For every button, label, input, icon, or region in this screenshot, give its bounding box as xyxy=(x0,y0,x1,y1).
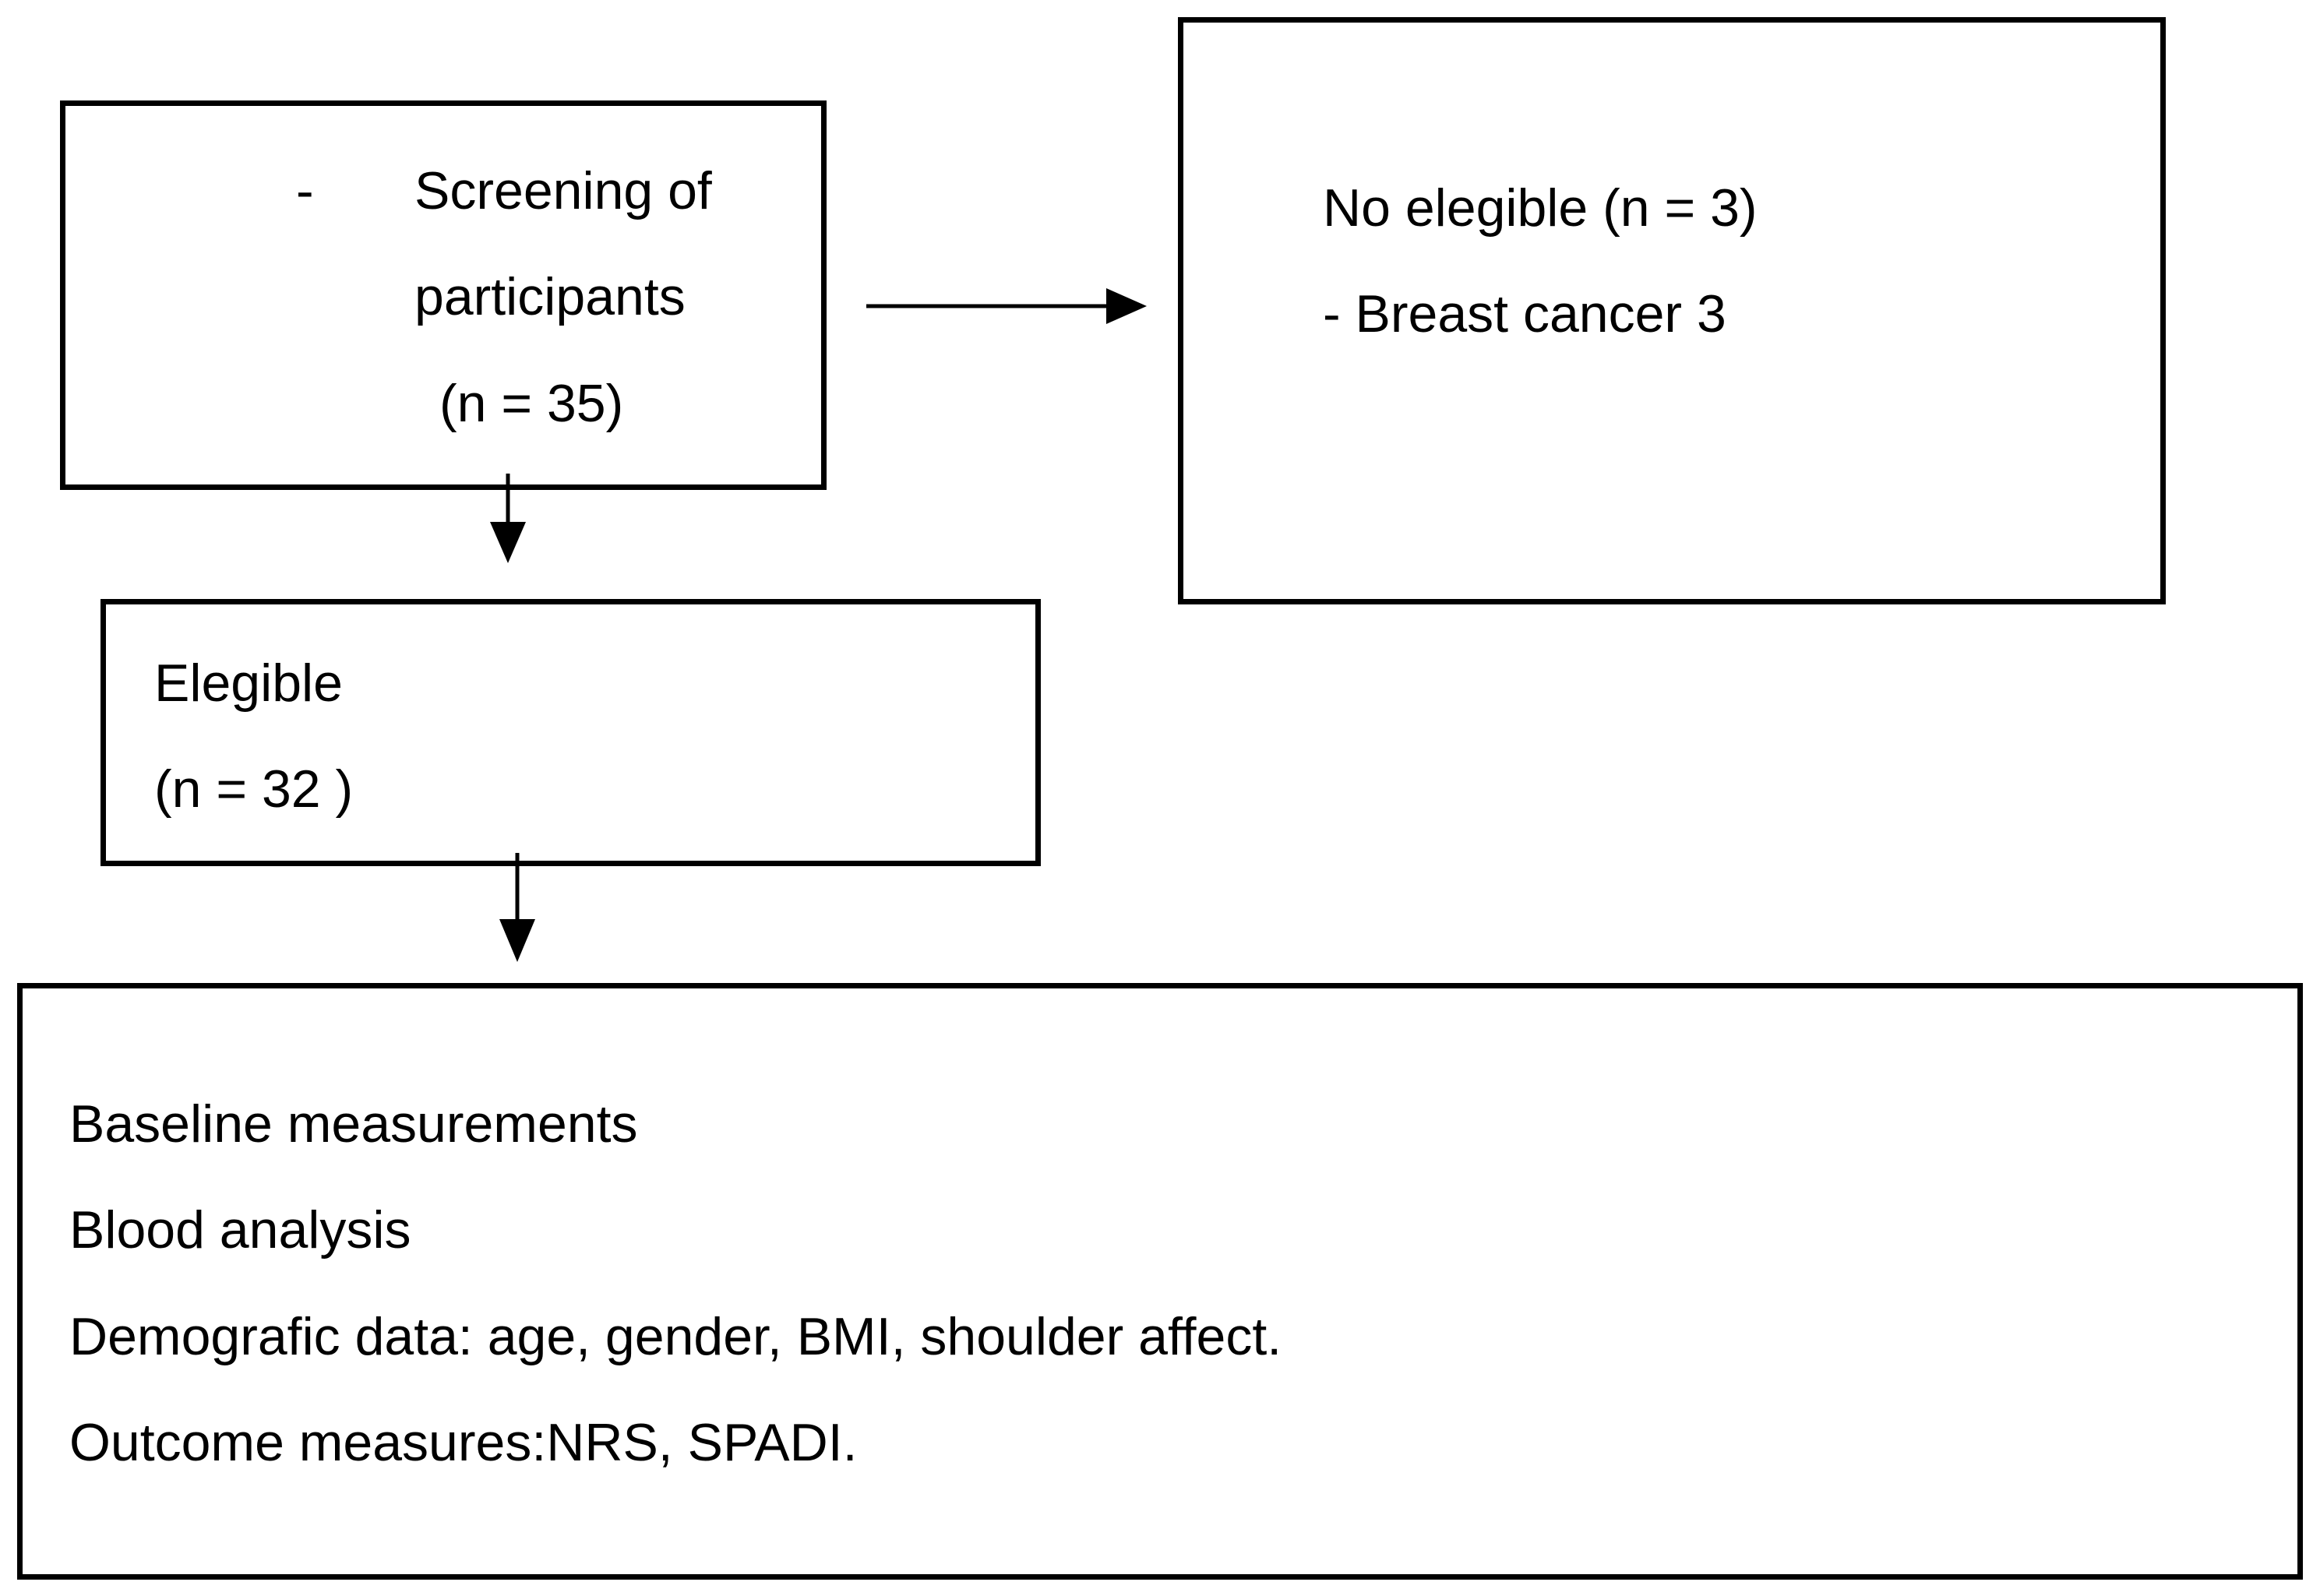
excluded-box xyxy=(1178,17,2166,604)
eligible-title: Elegible xyxy=(154,654,343,713)
baseline-item-outcomes: Outcome measures:NRS, SPADI. xyxy=(69,1413,858,1472)
baseline-item-blood: Blood analysis xyxy=(69,1200,411,1260)
eligible-count: (n = 32 ) xyxy=(154,759,354,819)
eligible-box xyxy=(100,599,1041,866)
baseline-item-demographics: Demografic data: age, gender, BMI, shoul… xyxy=(69,1307,1282,1366)
baseline-box xyxy=(17,983,2303,1580)
excluded-reason: - Breast cancer 3 xyxy=(1323,284,1726,344)
screening-box xyxy=(60,100,827,490)
screening-bullet: - xyxy=(296,161,314,220)
excluded-title: No elegible (n = 3) xyxy=(1323,178,1758,238)
screening-line1: Screening of xyxy=(414,161,712,220)
arrow-screening-to-excluded xyxy=(866,288,1147,324)
baseline-item-measurements: Baseline measurements xyxy=(69,1094,638,1154)
arrow-eligible-to-baseline xyxy=(499,853,535,962)
arrow-screening-to-eligible xyxy=(490,474,526,563)
screening-count: (n = 35) xyxy=(439,374,624,433)
screening-line2: participants xyxy=(414,267,686,326)
